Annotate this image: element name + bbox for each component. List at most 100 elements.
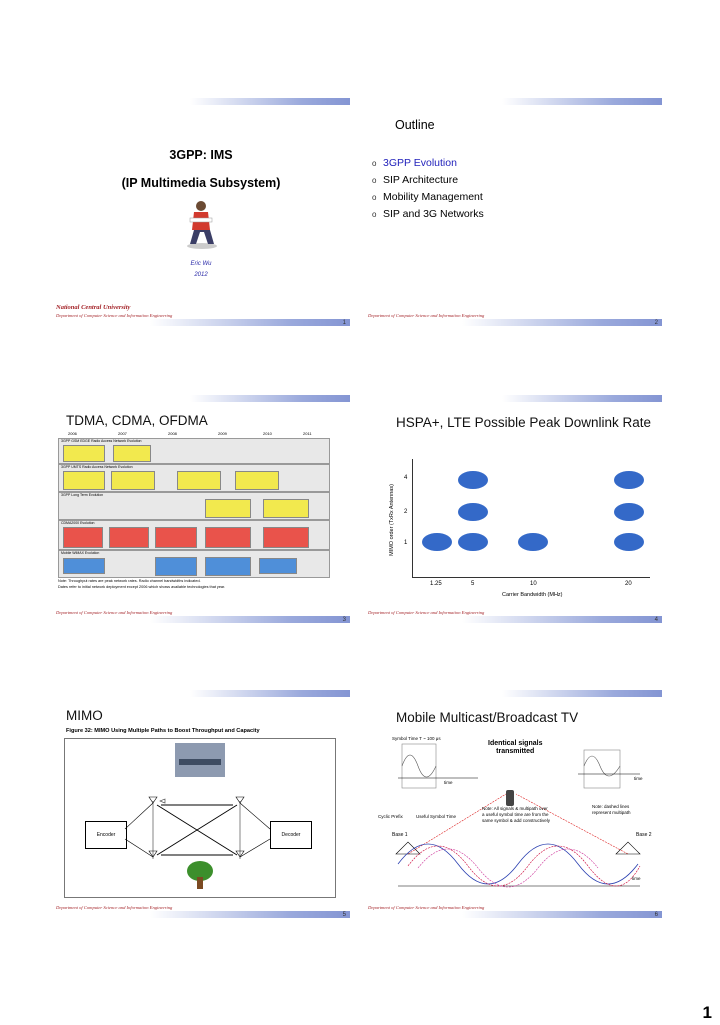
- slide-3: TDMA, CDMA, OFDMA 2006 2007 2008 2009 20…: [52, 395, 350, 623]
- slide-number: 6: [654, 912, 658, 918]
- section-label: CDMA2000 Evolution: [61, 521, 95, 525]
- cdma2000-band: CDMA2000 Evolution: [58, 520, 330, 550]
- slide-number: 4: [654, 617, 658, 623]
- rate-bubble: [614, 533, 644, 551]
- bullet-icon: o: [372, 193, 377, 202]
- multipath-note: Note: All signals & multipath over a use…: [482, 806, 550, 824]
- timeline-box: [63, 527, 103, 548]
- slide-number: 5: [342, 912, 346, 918]
- timeline-box: [259, 558, 297, 574]
- timeline-box: [63, 471, 105, 490]
- section-label: 3GPP UMTS Radio Access Network Evolution: [61, 465, 133, 469]
- bullet-icon: o: [372, 159, 377, 168]
- slide-footer-bar: [462, 319, 662, 326]
- evolution-timeline-figure: 2006 2007 2008 2009 2010 2011 3GPP GSM E…: [58, 431, 342, 593]
- timeline-box: [155, 557, 197, 576]
- rate-bubble: [614, 471, 644, 489]
- slide-title: Mobile Multicast/Broadcast TV: [396, 710, 579, 725]
- x-tick-label: 5: [471, 581, 475, 587]
- department-name: Department of Computer Science and Infor…: [56, 905, 173, 910]
- timeline-box: [205, 499, 251, 518]
- dashed-note: Note: dashed lines represent multipath: [592, 804, 631, 816]
- timeline-box: [63, 558, 105, 574]
- timeline-box: [235, 471, 279, 490]
- timeline-box: [111, 471, 155, 490]
- time-label: time: [632, 876, 641, 881]
- year-label: 2007: [118, 431, 127, 436]
- timeline-box: [63, 445, 105, 462]
- department-name: Department of Computer Science and Infor…: [56, 313, 173, 318]
- rate-bubble: [458, 533, 488, 551]
- y-axis-label: MIMO order (TxRx Antennas): [389, 484, 395, 556]
- timeline-box: [113, 445, 151, 462]
- x-tick-label: 10: [530, 581, 537, 587]
- rate-bubble: [458, 471, 488, 489]
- slide-accent-bar: [190, 690, 350, 697]
- rate-bubble: [614, 503, 644, 521]
- section-label: 3GPP Long Term Evolution: [61, 493, 104, 497]
- slide-number: 2: [654, 320, 658, 326]
- slide-title: Outline: [395, 118, 435, 132]
- wimax-band: Mobile WiMAX Evolution: [58, 550, 330, 578]
- slide-accent-bar: [502, 98, 662, 105]
- useful-symbol-label: Useful Symbol Time: [416, 814, 457, 819]
- author-name: Eric Wu: [190, 261, 212, 267]
- time-label: time: [444, 780, 453, 785]
- identical-signals-label: Identical signals transmitted: [488, 740, 542, 756]
- slide-5: MIMO Figure 32: MIMO Using Multiple Path…: [52, 690, 350, 918]
- year-label: 2010: [263, 431, 272, 436]
- identical-line1: Identical signals: [488, 740, 543, 747]
- year-label: 2009: [218, 431, 227, 436]
- page-number: 1: [702, 1003, 712, 1022]
- x-axis-label: Carrier Bandwidth (MHz): [502, 592, 563, 598]
- timeline-box: [155, 527, 197, 548]
- footnote: Note: Throughput rates are peak network …: [58, 579, 201, 583]
- peak-rate-chart: MIMO order (TxRx Antennas) 4 2 1 1.25 5 …: [382, 453, 658, 603]
- x-axis: [412, 577, 650, 578]
- gsm-edge-band: 3GPP GSM EDGE Radio Access Network Evolu…: [58, 438, 330, 464]
- timeline-box: [177, 471, 221, 490]
- slide-footer-bar: [150, 319, 350, 326]
- x-tick-label: 1.25: [430, 581, 442, 587]
- base2-label: Base 2: [636, 832, 652, 838]
- x-tick-label: 20: [625, 581, 632, 587]
- rate-bubble: [518, 533, 548, 551]
- year-label: 2008: [168, 431, 177, 436]
- rate-bubble: [458, 503, 488, 521]
- year: 2012: [194, 272, 208, 278]
- slide-footer-bar: [462, 616, 662, 623]
- multicast-diagram: Symbol Time T ~ 100 μs Identical signals…: [378, 734, 658, 894]
- bullet-icon: o: [372, 176, 377, 185]
- slide-number: 3: [342, 617, 346, 623]
- section-label: Mobile WiMAX Evolution: [61, 551, 100, 555]
- slide-title: 3GPP: IMS: [169, 148, 233, 162]
- umts-band: 3GPP UMTS Radio Access Network Evolution: [58, 464, 330, 492]
- slide-1: 3GPP: IMS (IP Multimedia Subsystem) Eric…: [52, 98, 350, 326]
- encoder-label: Encoder: [96, 832, 116, 838]
- slide-6: Mobile Multicast/Broadcast TV Symbol Tim…: [364, 690, 662, 918]
- slide-accent-bar: [190, 98, 350, 105]
- mimo-graphic: [124, 743, 271, 889]
- note-line: a useful symbol time are from the: [482, 812, 549, 817]
- lte-band: 3GPP Long Term Evolution: [58, 492, 330, 520]
- signal-graphic: [395, 743, 641, 888]
- y-tick-label: 2: [404, 509, 408, 515]
- encoder-box: Encoder: [85, 821, 127, 849]
- slide-footer-bar: [150, 616, 350, 623]
- bullet-icon: o: [372, 210, 377, 219]
- note-line: represent multipath: [592, 810, 631, 815]
- symbol-time-label: Symbol Time T ~ 100 μs: [392, 736, 441, 741]
- note-line: Note: All signals & multipath over: [482, 806, 548, 811]
- university-name: National Central University: [56, 304, 131, 311]
- section-label: 3GPP GSM EDGE Radio Access Network Evolu…: [61, 439, 142, 443]
- figure-caption: Figure 32: MIMO Using Multiple Paths to …: [66, 728, 260, 734]
- y-tick-label: 1: [404, 540, 408, 546]
- time-label: time: [634, 776, 643, 781]
- mimo-diagram: Encoder Decoder: [64, 738, 336, 898]
- slide-number: 1: [342, 320, 346, 326]
- y-axis: [412, 459, 413, 577]
